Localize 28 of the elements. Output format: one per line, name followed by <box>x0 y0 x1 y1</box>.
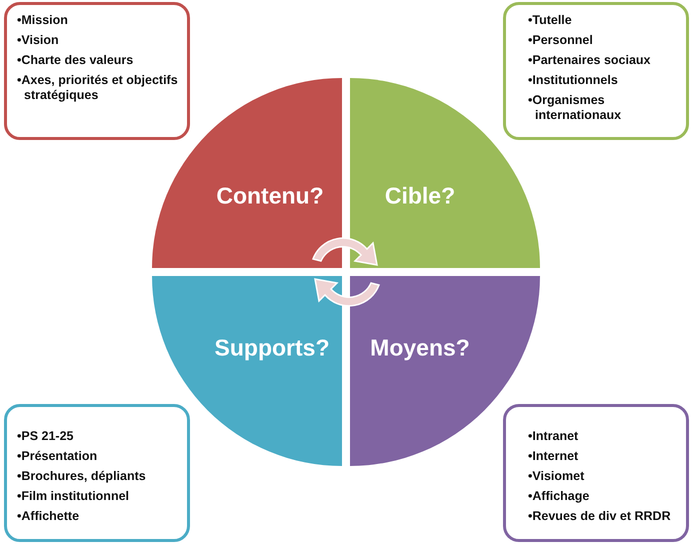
quadrant-title: Supports? <box>214 334 330 362</box>
bullet-item: •Personnel <box>528 33 594 48</box>
quadrant <box>152 276 342 466</box>
bullet-item: •Partenaires sociaux <box>528 53 652 68</box>
bullet-item: •Affichette <box>17 509 80 524</box>
bullet-item: •Charte des valeurs <box>17 53 134 68</box>
bullet-item: •Vision <box>17 33 60 48</box>
bullet-item: •Brochures, dépliants <box>17 469 147 484</box>
bullet-item: •PS 21-25 <box>17 429 74 444</box>
bullet-item: •Organismes internationaux <box>528 93 622 123</box>
quadrant-title: Moyens? <box>370 334 470 362</box>
bullet-item: •Revues de div et RRDR <box>528 509 672 524</box>
bullet-item: •Affichage <box>528 489 590 504</box>
bullet-item: •Film institutionnel <box>17 489 130 504</box>
list-box <box>503 2 689 140</box>
list-box <box>4 2 190 140</box>
bullet-item: •Internet <box>528 449 580 464</box>
bullet-item: •Institutionnels <box>528 73 619 88</box>
bullet-item: •Tutelle <box>528 13 573 28</box>
quadrant-title: Cible? <box>384 182 456 210</box>
bullet-item: •Visiomet <box>528 469 586 484</box>
bullet-item: •Mission <box>17 13 69 28</box>
list-box <box>503 404 689 542</box>
list-box <box>4 404 190 542</box>
bullet-item: •Axes, priorités et objectifs stratégiques <box>17 73 179 103</box>
bullet-item: •Intranet <box>528 429 580 444</box>
bullet-item: •Présentation <box>17 449 98 464</box>
quadrant-title: Contenu? <box>216 182 324 210</box>
